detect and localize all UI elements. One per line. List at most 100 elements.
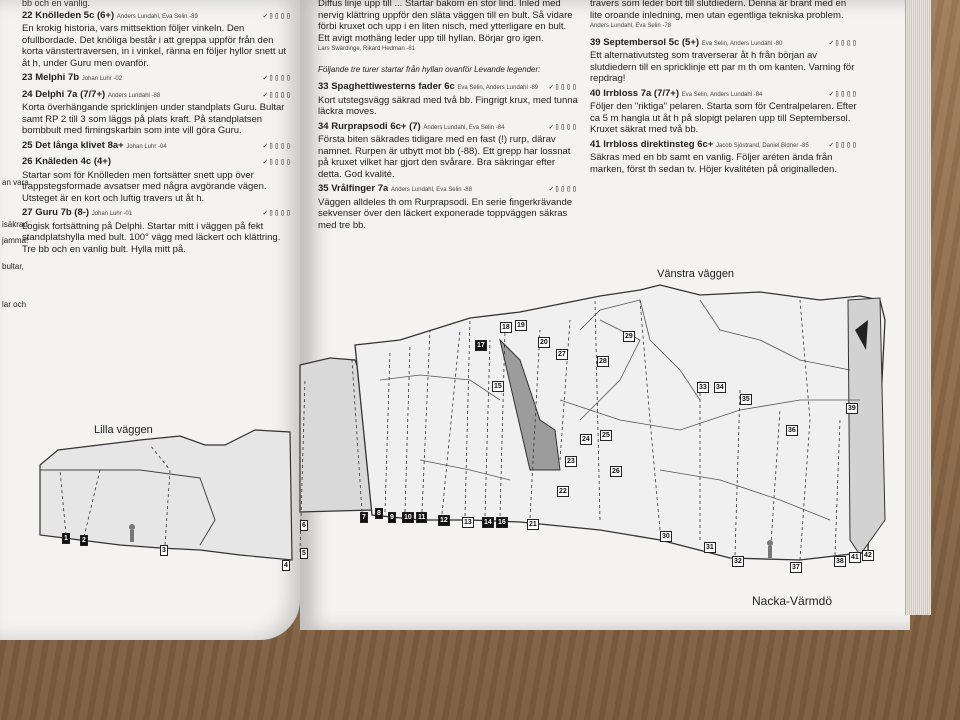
route-grade: 6c+ — [697, 138, 714, 150]
margin-stub: jamma! — [2, 236, 29, 245]
left-top-line: bb och en vanlig. — [22, 0, 91, 8]
route-description: Väggen alldeles th om Rurprapsodi. En se… — [318, 196, 573, 231]
route-symbols: ✓▯▯▯▯ — [828, 37, 858, 47]
mid-intro: Diffus linje upp till ... Startar bakom … — [318, 0, 573, 44]
shaded-rock — [499, 338, 561, 471]
route-name: Spaghettiwesterns fader — [331, 81, 442, 92]
route-number: 39 — [590, 36, 601, 48]
cracks — [379, 299, 860, 521]
route-marker: 17 — [475, 340, 487, 351]
route-marker: 3 — [160, 545, 168, 556]
middle-text-column: Diffus linje upp till ... Startar bakom … — [318, 0, 578, 234]
route-symbols: ✓▯▯▯▯ — [262, 157, 292, 166]
route-grade: 5c (6+) — [83, 9, 115, 21]
route-marker: 24 — [580, 434, 592, 445]
route-marker: 32 — [732, 556, 744, 567]
route-number: 33 — [318, 81, 329, 92]
route-marker: 7 — [360, 512, 368, 523]
route-marker: 10 — [402, 512, 414, 523]
route-meta: Eva Selin, Anders Lundahl -89 — [457, 85, 539, 91]
right_column-route-entry: ✓▯▯▯▯39 Septembersol 5c (5+) Eva Selin, … — [590, 37, 858, 85]
route-marker: 31 — [704, 542, 716, 553]
route-marker: 9 — [388, 512, 396, 523]
route-description: Följer den "riktiga" pelaren. Starta som… — [590, 101, 857, 135]
route-name: Irrbloss — [603, 87, 639, 99]
route-name: Guru — [35, 207, 58, 218]
right_column-route-entry: ✓▯▯▯▯40 Irrbloss 7a (7/7+) Eva Selin, An… — [590, 88, 858, 136]
label-vanstra-vaggen: Vänstra väggen — [657, 268, 735, 280]
route-name: Melphi — [35, 72, 66, 83]
route-name: Vrålfinger — [331, 183, 376, 194]
route-meta: Jacob Sjöstrand, Daniel Bidner -85 — [715, 142, 809, 149]
route-number: 41 — [590, 138, 601, 150]
route-name: Knölleden — [35, 9, 82, 21]
route-name: Det långa klivet — [35, 139, 105, 151]
route-marker: 30 — [660, 531, 672, 542]
route-grade: 7a (7/7+) — [640, 87, 680, 99]
route-lines — [59, 299, 841, 561]
route-marker: 2 — [80, 535, 88, 546]
route-marker: 29 — [623, 331, 635, 342]
right-text-column: travers som leder bort till slutdiedern.… — [590, 0, 858, 178]
route-symbols: ✓▯▯▯▯ — [262, 208, 292, 217]
route-meta: Anders Lundahl, Eva Selin -89 — [116, 13, 198, 20]
route-name: Septembersol — [603, 36, 667, 48]
route-marker: 1 — [62, 533, 70, 544]
route-description: Första biten säkrades tidigare med en fa… — [318, 134, 571, 180]
route-meta: Johan Luhr -02 — [81, 76, 123, 82]
route-description: Säkras med en bb samt en vanlig. Följer … — [590, 152, 837, 175]
left_page-route-entry: ✓▯▯▯▯23 Melphi 7b Johan Luhr -02 — [22, 72, 292, 86]
route-grade: 6c — [444, 81, 455, 92]
route-marker: 42 — [862, 550, 874, 561]
route-marker: 38 — [834, 556, 846, 567]
route-marker: 12 — [438, 515, 450, 526]
route-marker: 13 — [462, 517, 474, 528]
route-marker: 6 — [300, 520, 308, 531]
route-marker: 34 — [714, 382, 726, 393]
left_page-route-entry: ✓▯▯▯▯25 Det långa klivet 8a+ Johan Luhr … — [22, 140, 292, 154]
mid_column-route-entry: ✓▯▯▯▯33 Spaghettiwesterns fader 6c Eva S… — [318, 81, 578, 118]
lilla-vaggen-outline — [39, 429, 293, 561]
left_page-route-entry: ✓▯▯▯▯22 Knölleden 5c (6+) Anders Lundahl… — [22, 10, 292, 70]
route-grade: 6c+ (7) — [390, 120, 421, 132]
route-marker: 11 — [416, 512, 428, 523]
route-grade: 7b — [67, 72, 80, 83]
route-marker: 14 — [482, 517, 494, 528]
route-marker: 19 — [515, 320, 527, 331]
route-number: 35 — [318, 183, 329, 194]
route-description: Korta överhängande spricklinjen under st… — [22, 102, 285, 136]
route-name: Delphi — [35, 88, 65, 100]
mid-intro-meta: Lars Swärdinge, Rikard Hedman -81 — [318, 46, 416, 52]
route-symbols: ✓▯▯▯▯ — [262, 73, 292, 82]
right-intro-meta: Anders Lundahl, Eva Selin -78 — [590, 23, 672, 29]
mid_column-route-entry: ✓▯▯▯▯34 Rurprapsodi 6c+ (7) Anders Lunda… — [318, 121, 578, 181]
lilla-vaggen-base — [40, 469, 216, 546]
route-meta: Johan Luhr -04 — [126, 143, 167, 150]
route-grade: 4c (4+) — [80, 156, 111, 167]
right-intro: travers som leder bort till slutdiedern.… — [590, 0, 847, 21]
route-description: Kort utstegsvägg säkrad med två bb. Fing… — [318, 94, 578, 118]
route-grade: 7a (7/7+) — [66, 88, 106, 100]
margin-stub: isäkrad — [2, 220, 28, 229]
route-marker: 5 — [300, 548, 308, 559]
route-number: 26 — [22, 156, 33, 167]
label-lilla-vaggen: Lilla väggen — [94, 424, 153, 436]
route-marker: 39 — [846, 403, 858, 414]
route-marker: 20 — [538, 337, 550, 348]
route-symbols: ✓▯▯▯▯ — [828, 88, 858, 98]
route-description: Startar som för Knölleden men fortsätter… — [22, 169, 267, 204]
route-name: Irrbloss direktinsteg — [603, 138, 695, 150]
route-grade: 5c (5+) — [668, 36, 700, 48]
route-marker: 4 — [282, 560, 290, 571]
route-grade: 8a+ — [107, 139, 124, 151]
route-description: Ett alternativutsteg som traverserar åt … — [590, 50, 855, 84]
route-marker: 21 — [527, 519, 539, 530]
route-name: Rurprapsodi — [331, 120, 388, 132]
route-marker: 26 — [610, 466, 622, 477]
route-grade: 7b (8-) — [60, 207, 90, 218]
left-text-column: bb och en vanlig. ✓▯▯▯▯22 Knölleden 5c (… — [22, 0, 292, 258]
route-marker: 37 — [790, 562, 802, 573]
route-number: 22 — [22, 9, 33, 21]
route-marker: 18 — [500, 322, 512, 333]
route-meta: Johan Luhr -01 — [91, 211, 133, 217]
